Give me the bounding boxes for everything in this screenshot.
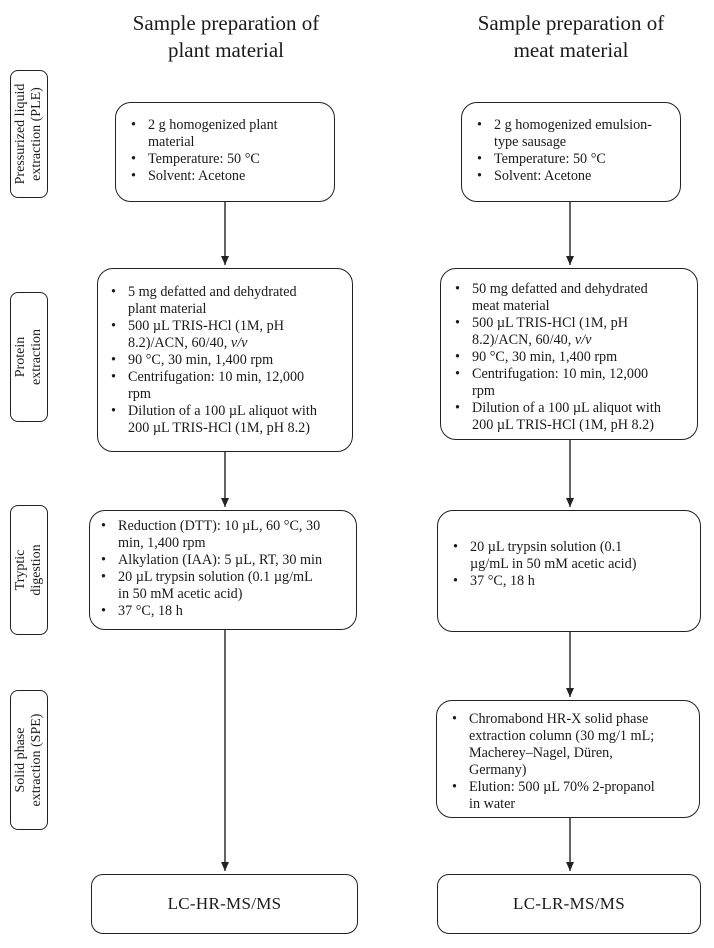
bullet-line: meat material xyxy=(472,298,550,314)
bullet-line: 90 °C, 30 min, 1,400 rpm xyxy=(472,349,618,365)
plant-column-title: Sample preparation of plant material xyxy=(95,10,357,64)
bullet-line: rpm xyxy=(128,386,151,402)
stage-spe: Solid phase extraction (SPE) xyxy=(10,690,48,830)
bullet-line: min, 1,400 rpm xyxy=(118,535,206,551)
bullet-line: Elution: 500 µL 70% 2-propanol xyxy=(469,779,655,795)
meat-title-line-2: meat material xyxy=(513,38,629,62)
bullet-item: 500 µL TRIS-HCl (1M, pH8.2)/ACN, 60/40, … xyxy=(453,315,689,349)
bullet-line: 20 µL trypsin solution (0.1 µg/mL xyxy=(118,569,313,585)
bullet-item: Alkylation (IAA): 5 µL, RT, 30 min xyxy=(99,552,348,569)
bullet-line: Dilution of a 100 µL aliquot with xyxy=(128,403,317,419)
meat-title-line-1: Sample preparation of xyxy=(477,11,665,35)
bullet-line: Macherey–Nagel, Düren, xyxy=(469,745,613,761)
bullet-line: 8.2)/ACN, 60/40, v/v xyxy=(128,335,248,351)
bullet-line: 50 mg defatted and dehydrated xyxy=(472,281,648,297)
meat-final-label: LC-LR-MS/MS xyxy=(513,894,625,913)
bullet-line: 2 g homogenized emulsion- xyxy=(494,117,653,133)
bullet-line: 200 µL TRIS-HCl (1M, pH 8.2) xyxy=(472,417,654,433)
bullet-line: material xyxy=(148,134,195,150)
bullet-line: Temperature: 50 °C xyxy=(494,151,606,167)
bullet-line: µg/mL in 50 mM acetic acid) xyxy=(470,556,637,572)
meat-column-title: Sample preparation of meat material xyxy=(440,10,702,64)
bullet-item: 90 °C, 30 min, 1,400 rpm xyxy=(109,352,344,369)
bullet-item: 2 g homogenized emulsion-type sausage xyxy=(475,117,672,151)
bullet-line: Centrifugation: 10 min, 12,000 xyxy=(128,369,305,385)
plant-title-line-2: plant material xyxy=(167,38,285,62)
bullet-item: Temperature: 50 °C xyxy=(475,151,672,168)
bullet-line: 37 °C, 18 h xyxy=(118,603,183,619)
bullet-line: rpm xyxy=(472,383,495,399)
bullet-item: 90 °C, 30 min, 1,400 rpm xyxy=(453,349,689,366)
bullet-line: 37 °C, 18 h xyxy=(470,573,535,589)
bullet-line: 2 g homogenized plant xyxy=(148,117,278,133)
bullet-line: 5 mg defatted and dehydrated xyxy=(128,284,297,300)
plant-ple-box: 2 g homogenized plantmaterialTemperature… xyxy=(115,102,335,202)
plant-ple-list: 2 g homogenized plantmaterialTemperature… xyxy=(129,117,324,185)
bullet-line: 500 µL TRIS-HCl (1M, pH xyxy=(472,315,628,331)
bullet-line: Solvent: Acetone xyxy=(148,168,246,184)
bullet-line: Germany) xyxy=(469,762,527,778)
bullet-line: extraction column (30 mg/1 mL; xyxy=(469,728,655,744)
bullet-item: Solvent: Acetone xyxy=(475,168,672,185)
bullet-line: Temperature: 50 °C xyxy=(148,151,260,167)
bullet-item: Temperature: 50 °C xyxy=(129,151,324,168)
bullet-line: Chromabond HR-X solid phase xyxy=(469,711,649,727)
meat-tryptic-list: 20 µL trypsin solution (0.1µg/mL in 50 m… xyxy=(451,539,692,590)
bullet-item: 37 °C, 18 h xyxy=(451,573,692,590)
bullet-item: Solvent: Acetone xyxy=(129,168,324,185)
bullet-line: 8.2)/ACN, 60/40, v/v xyxy=(472,332,592,348)
bullet-line: Dilution of a 100 µL aliquot with xyxy=(472,400,661,416)
bullet-line: Centrifugation: 10 min, 12,000 xyxy=(472,366,649,382)
plant-title-line-1: Sample preparation of xyxy=(132,11,320,35)
bullet-line: plant material xyxy=(128,301,207,317)
meat-ple-box: 2 g homogenized emulsion-type sausageTem… xyxy=(461,102,681,202)
bullet-line: 90 °C, 30 min, 1,400 rpm xyxy=(128,352,274,368)
bullet-line: in water xyxy=(469,796,516,812)
stage-protein-extraction: Protein extraction xyxy=(10,292,48,422)
bullet-item: 37 °C, 18 h xyxy=(99,603,348,620)
italic-term: v/v xyxy=(230,335,248,351)
meat-ple-list: 2 g homogenized emulsion-type sausageTem… xyxy=(475,117,672,185)
bullet-line: type sausage xyxy=(494,134,567,150)
bullet-line: 200 µL TRIS-HCl (1M, pH 8.2) xyxy=(128,420,310,436)
bullet-item: 20 µL trypsin solution (0.1µg/mL in 50 m… xyxy=(451,539,692,573)
bullet-line: Reduction (DTT): 10 µL, 60 °C, 30 xyxy=(118,518,321,534)
meat-tryptic-box: 20 µL trypsin solution (0.1µg/mL in 50 m… xyxy=(437,510,701,632)
bullet-line: 20 µL trypsin solution (0.1 xyxy=(470,539,623,555)
bullet-line: in 50 mM acetic acid) xyxy=(118,586,243,602)
meat-final-box: LC-LR-MS/MS xyxy=(437,874,701,934)
bullet-line: Alkylation (IAA): 5 µL, RT, 30 min xyxy=(118,552,323,568)
bullet-item: 500 µL TRIS-HCl (1M, pH8.2)/ACN, 60/40, … xyxy=(109,318,344,352)
stage-tryptic-digestion: Tryptic digestion xyxy=(10,505,48,635)
stage-ple: Pressurized liquid extraction (PLE) xyxy=(10,70,48,198)
italic-term: v/v xyxy=(574,332,592,348)
bullet-line: Solvent: Acetone xyxy=(494,168,592,184)
bullet-line: 500 µL TRIS-HCl (1M, pH xyxy=(128,318,284,334)
plant-final-box: LC-HR-MS/MS xyxy=(91,874,358,934)
plant-final-label: LC-HR-MS/MS xyxy=(167,894,282,913)
